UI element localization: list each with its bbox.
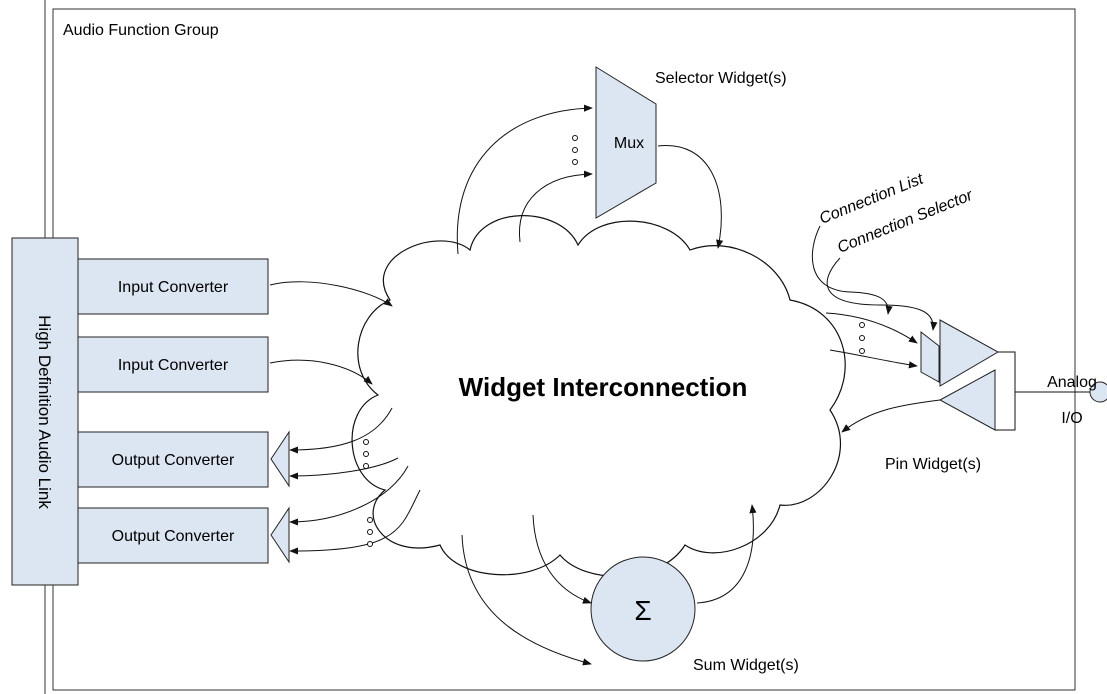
output-converter-2: [77, 507, 269, 564]
output1-dot: [363, 463, 369, 469]
sum-symbol: Σ: [634, 595, 651, 626]
pin-dot: [859, 335, 865, 341]
mux-label: Mux: [614, 135, 644, 152]
output-converter-2-amp: [270, 506, 290, 564]
mux-dot: [572, 135, 578, 141]
output1-dot: [363, 451, 369, 457]
input2-to-cloud: [269, 359, 373, 385]
widget-interconnection-cloud: [351, 215, 846, 577]
connection-selector-arrow: [826, 257, 938, 331]
input-converter-1: [77, 258, 269, 315]
cloud-to-sum-b: [532, 514, 592, 604]
cloud-to-sum-a: [461, 534, 592, 666]
cloud-to-output2-a: [289, 465, 409, 526]
input-converter-2-label: Input Converter: [118, 357, 229, 374]
connection-list-arrow: [811, 225, 893, 315]
output2-dot: [367, 541, 373, 547]
sum-widget: [590, 556, 696, 662]
group-title: Audio Function Group: [63, 22, 219, 39]
output-converter-1-label: Output Converter: [112, 452, 235, 469]
cloud-label: Widget Interconnection: [459, 372, 748, 402]
cloud-to-output1-a: [289, 407, 393, 454]
output2-dot: [367, 517, 373, 523]
pin-wire: [995, 351, 1016, 431]
pin-dot: [859, 322, 865, 328]
mux-dot: [572, 159, 578, 165]
output-converter-1-amp: [270, 430, 290, 488]
cloud-to-mux-a: [456, 104, 593, 255]
output2-dot: [367, 529, 373, 535]
output1-dot: [363, 439, 369, 445]
analog-io-jack: [1089, 381, 1107, 403]
mux-block: [595, 66, 657, 219]
pin-input-amp: [938, 369, 996, 431]
output-converter-1: [77, 431, 269, 488]
pin-selector: [920, 330, 940, 383]
input1-to-cloud: [269, 281, 393, 307]
sum-caption: Sum Widget(s): [693, 657, 799, 674]
analog-label: Analog: [1047, 374, 1097, 391]
pin-output-amp: [939, 319, 1000, 387]
cloud-to-mux-b: [518, 170, 593, 243]
io-label: I/O: [1061, 410, 1082, 427]
cloud-to-pin-b: [829, 349, 918, 369]
mux-to-cloud: [657, 145, 724, 249]
pin-caption: Pin Widget(s): [885, 456, 981, 473]
sum-to-cloud: [696, 504, 757, 604]
hd-audio-link: [11, 237, 79, 586]
pin-to-cloud: [841, 399, 941, 433]
selector-caption: Selector Widget(s): [655, 70, 787, 87]
pin-dot: [859, 348, 865, 354]
output-converter-2-label: Output Converter: [112, 528, 235, 545]
cloud-to-output2-b: [289, 489, 421, 555]
mux-dot: [572, 147, 578, 153]
cloud-to-pin-a: [825, 312, 918, 344]
hd-audio-link-label: High Definition Audio Link: [35, 315, 54, 509]
input-converter-2: [77, 336, 269, 393]
cloud-to-output1-b: [289, 457, 399, 480]
input-converter-1-label: Input Converter: [118, 279, 229, 296]
